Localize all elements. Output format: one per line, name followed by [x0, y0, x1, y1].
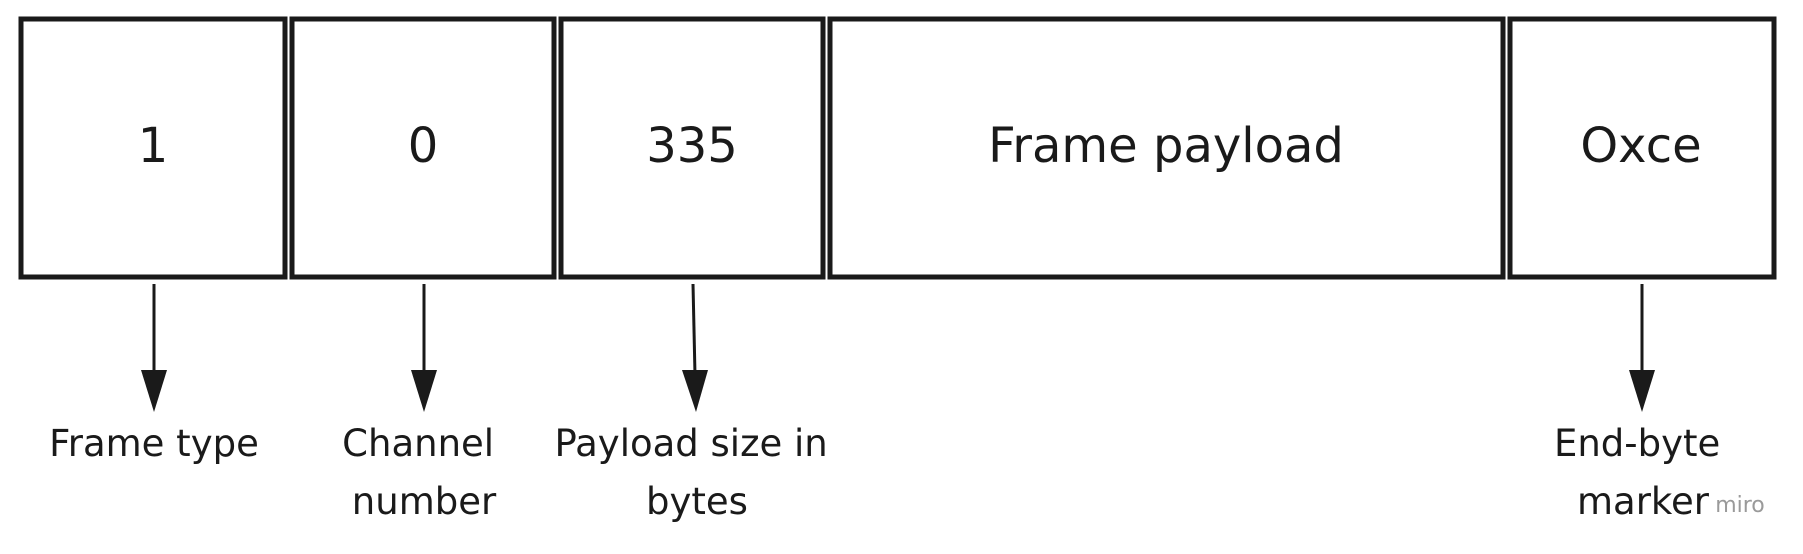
- arrow-payload-size: [682, 283, 708, 412]
- field-box-end-marker: [1507, 16, 1777, 280]
- field-box-payload: [827, 16, 1506, 280]
- arrow-end-marker: [1629, 284, 1655, 412]
- description-payload-size-line-2: bytes: [646, 480, 748, 523]
- arrow-frame-type: [141, 284, 167, 412]
- miro-watermark: miro: [1715, 493, 1765, 518]
- description-channel-line-2: number: [352, 480, 497, 523]
- field-value-payload: Frame payload: [988, 118, 1344, 174]
- description-payload-size-line-1: Payload size in: [554, 422, 827, 465]
- arrow-channel: [411, 284, 437, 412]
- field-value-payload-size: 335: [646, 118, 738, 174]
- description-frame-type: Frame type: [49, 422, 259, 465]
- description-channel-line-1: Channel: [342, 422, 494, 465]
- field-value-channel: 0: [408, 118, 439, 174]
- description-end-marker-line-2: marker: [1577, 480, 1710, 523]
- field-box-payload-size: [558, 16, 826, 280]
- description-frame-type-line-1: Frame type: [49, 422, 259, 465]
- field-value-end-marker: Oxce: [1580, 118, 1701, 174]
- field-box-channel: [289, 16, 557, 280]
- field-value-frame-type: 1: [138, 118, 169, 174]
- description-end-marker-line-1: End-byte: [1554, 422, 1720, 465]
- description-end-marker: End-byte marker: [1554, 422, 1732, 523]
- description-payload-size: Payload size in bytes: [554, 422, 839, 523]
- description-channel: Channel number: [342, 422, 506, 523]
- frame-fields: [18, 16, 1777, 280]
- field-box-frame-type: [18, 16, 288, 280]
